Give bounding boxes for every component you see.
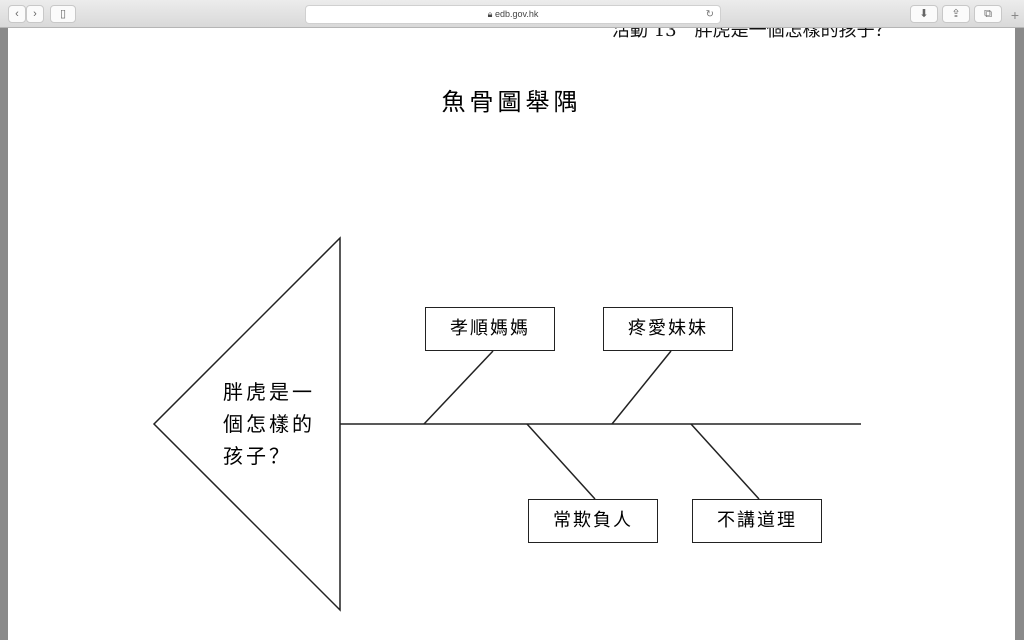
fishbone-diagram xyxy=(152,236,861,612)
forward-button[interactable]: › xyxy=(26,5,44,23)
new-tab-button[interactable]: + xyxy=(1010,7,1020,23)
downloads-button[interactable]: ⬇ xyxy=(910,5,938,23)
share-button[interactable]: ⇪ xyxy=(942,5,970,23)
head-line: 個怎樣的 xyxy=(223,412,315,436)
bone-label: 常欺負人 xyxy=(528,499,658,543)
tabs-icon: ⧉ xyxy=(984,8,992,20)
bone xyxy=(423,350,494,425)
diagram-title: 魚骨圖舉隅 xyxy=(441,88,582,116)
document-page: 活動 13 胖虎是一個怎樣的孩子？ 魚骨圖舉隅 胖虎是一 個怎樣的 孩子？ 孝順… xyxy=(8,28,1015,640)
back-button[interactable]: ‹ xyxy=(8,5,26,23)
head-line: 胖虎是一 xyxy=(223,380,315,404)
tabs-button[interactable]: ⧉ xyxy=(974,5,1002,23)
bone-label: 不講道理 xyxy=(692,499,822,543)
browser-toolbar: ‹ › ▯ 🔒︎ edb.gov.hk ↻ ⬇ ⇪ ⧉ + xyxy=(0,0,1024,28)
bone xyxy=(611,350,672,425)
download-icon: ⬇ xyxy=(919,8,929,20)
url-text: edb.gov.hk xyxy=(494,9,539,19)
reload-icon[interactable]: ↻ xyxy=(705,9,714,20)
head-line: 孩子？ xyxy=(223,444,292,468)
fish-head-text: 胖虎是一 個怎樣的 孩子？ xyxy=(223,376,333,472)
page-header: 活動 13 胖虎是一個怎樣的孩子？ xyxy=(612,28,893,41)
address-bar[interactable]: 🔒︎ edb.gov.hk ↻ xyxy=(305,5,721,24)
sidebar-toggle-button[interactable]: ▯ xyxy=(50,5,76,23)
lock-icon: 🔒︎ xyxy=(487,9,493,19)
bone-label: 孝順媽媽 xyxy=(425,307,555,351)
sidebar-icon: ▯ xyxy=(59,8,67,20)
share-icon: ⇪ xyxy=(951,8,961,20)
bone-label: 疼愛妹妹 xyxy=(603,307,733,351)
bone xyxy=(526,423,596,500)
bone xyxy=(690,423,760,500)
